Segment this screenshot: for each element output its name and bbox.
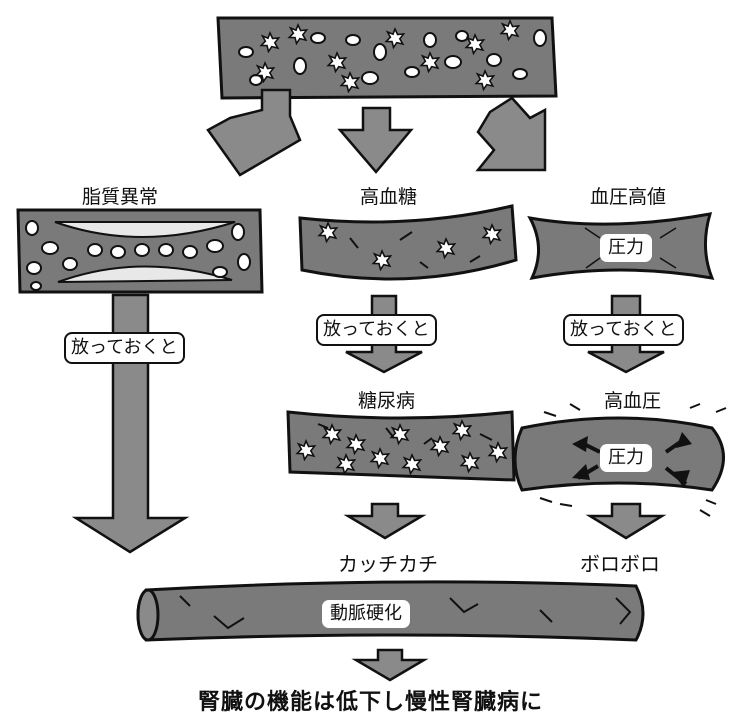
glucose-vessel: [298, 204, 518, 281]
lipid-arrow-label: 放っておくと: [64, 332, 185, 364]
final-caption: 腎臓の機能は低下し慢性腎臓病に: [197, 690, 543, 715]
diabetes-down-arrow: [343, 502, 427, 540]
lipid-title: 脂質異常: [82, 186, 159, 208]
pressure-title: 血圧高値: [590, 186, 667, 208]
top-vessel: [216, 16, 558, 100]
glucose-arrow-label: 放っておくと: [316, 314, 437, 346]
pressure-vessel-label: 圧力: [600, 234, 652, 262]
diabetes-vessel: [286, 410, 516, 482]
diabetes-state: カッチカチ: [338, 552, 438, 576]
lipid-vessel: [16, 208, 264, 294]
diabetes-title: 糖尿病: [358, 390, 416, 412]
final-arrow: [351, 648, 429, 682]
atherosclerosis-label: 動脈硬化: [322, 600, 410, 628]
glucose-title: 高血糖: [360, 186, 418, 208]
hypertension-title: 高血圧: [604, 390, 662, 412]
top-arrows: [206, 88, 547, 177]
hypertension-vessel-label: 圧力: [600, 444, 652, 472]
hypertension-down-arrow: [585, 502, 667, 540]
pressure-arrow-label: 放っておくと: [563, 314, 684, 346]
hypertension-state: ボロボロ: [580, 552, 660, 576]
